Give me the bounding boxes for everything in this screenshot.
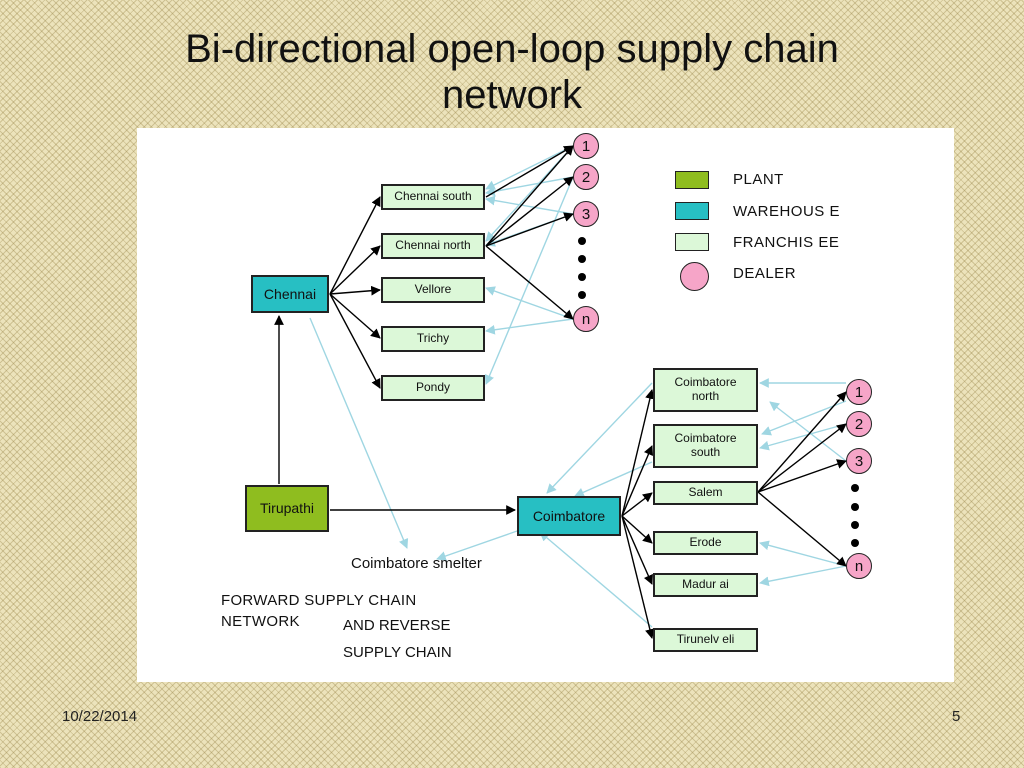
forward-arrow (757, 391, 847, 493)
dealer-node: 3 (573, 201, 599, 227)
ellipsis-dot (578, 273, 586, 281)
franchisee-name: Coimbatore (674, 431, 737, 446)
franchisee-vellore: Vellore (381, 277, 485, 303)
reverse-arrow (574, 461, 653, 497)
franchisee-pondy: Pondy (381, 375, 485, 401)
forward-arrow (621, 515, 653, 544)
ellipsis-dot (851, 539, 859, 547)
warehouse-chennai: Chennai (251, 275, 329, 313)
diagram-panel (137, 128, 954, 682)
reverse-arrow (485, 195, 574, 215)
forward-arrow (329, 196, 381, 295)
reverse-arrow (759, 540, 847, 567)
ellipsis-dot (578, 237, 586, 245)
forward-arrow (485, 176, 574, 247)
reverse-arrow (546, 382, 653, 494)
reverse-arrow (759, 565, 847, 587)
plant-tirupathi: Tirupathi (245, 485, 329, 532)
reverse-arrow (485, 318, 574, 335)
reverse-arrow (485, 286, 574, 320)
franchisee-chennai-north: Chennai north (381, 233, 485, 259)
ellipsis-dot (578, 291, 586, 299)
franchisee-tirunelveli: Tirunelv eli (653, 628, 758, 652)
forward-arrow (757, 459, 847, 493)
dealer-node: 1 (846, 379, 872, 405)
franchisee-area: south (690, 445, 721, 459)
forward-arrow (485, 145, 574, 198)
franchisee-trichy: Trichy (381, 326, 485, 352)
warehouse-coimbatore: Coimbatore (517, 496, 621, 536)
slide-title: Bi-directional open-loop supply chain ne… (0, 26, 1024, 118)
legend-swatch-dealer (680, 262, 709, 291)
legend-swatch-franchisee (675, 233, 709, 251)
ellipsis-dot (851, 503, 859, 511)
franchisee-salem: Salem (653, 481, 758, 505)
reverse-arrow (769, 401, 847, 462)
dealer-node: n (573, 306, 599, 332)
franchisee-coimbatore-south: Coimbatore south (653, 424, 758, 468)
franchisee-name: Coimbatore (674, 375, 737, 390)
caption-reverse-line-2: SUPPLY CHAIN (343, 644, 452, 661)
reverse-arrow (485, 145, 574, 190)
legend-label-dealer: DEALER (733, 265, 797, 282)
reverse-arrow (759, 423, 847, 451)
forward-flows (274, 145, 847, 639)
caption-forward-line-2: NETWORK (221, 613, 300, 630)
legend-label-franchisee: FRANCHIS EE (733, 234, 840, 251)
dealer-node: 1 (573, 133, 599, 159)
legend-label-plant: PLANT (733, 171, 784, 188)
franchisee-madurai: Madur ai (653, 573, 758, 597)
reverse-arrow (761, 400, 847, 436)
forward-arrow (485, 212, 574, 247)
ellipsis-dot (851, 484, 859, 492)
reverse-arrow (485, 176, 574, 197)
caption-forward-line-1: FORWARD SUPPLY CHAIN (221, 592, 417, 609)
title-line-1: Bi-directional open-loop supply chain (185, 27, 839, 71)
dealer-node: n (846, 553, 872, 579)
title-line-2: network (441, 73, 583, 117)
caption-reverse-line-1: AND REVERSE (343, 617, 451, 634)
franchisee-chennai-south: Chennai south (381, 184, 485, 210)
dealer-node: 2 (573, 164, 599, 190)
legend-swatch-warehouse (675, 202, 709, 220)
caption-smelter: Coimbatore smelter (351, 555, 482, 572)
franchisee-area: north (691, 389, 720, 403)
forward-arrow (621, 445, 654, 517)
dealer-node: 3 (846, 448, 872, 474)
forward-arrow (329, 245, 381, 295)
forward-arrow (485, 145, 574, 247)
footer-date: 10/22/2014 (62, 708, 138, 725)
forward-arrow (329, 293, 381, 339)
legend-swatch-plant (675, 171, 709, 189)
franchisee-coimbatore-north: Coimbatore north (653, 368, 758, 412)
forward-arrow (621, 515, 653, 585)
forward-arrow (329, 293, 381, 389)
forward-arrow (621, 389, 655, 517)
reverse-arrow (539, 531, 653, 628)
forward-arrow (621, 492, 653, 517)
forward-arrow (757, 423, 847, 493)
reverse-arrow (484, 176, 574, 385)
ellipsis-dot (851, 521, 859, 529)
footer-page-number: 5 (952, 708, 961, 725)
franchisee-erode: Erode (653, 531, 758, 555)
legend-label-warehouse: WAREHOUS E (733, 203, 840, 220)
forward-arrow (757, 491, 847, 567)
forward-arrow (329, 285, 381, 296)
ellipsis-dot (578, 255, 586, 263)
dealer-node: 2 (846, 411, 872, 437)
forward-arrow (621, 515, 655, 639)
forward-arrow (485, 245, 574, 320)
